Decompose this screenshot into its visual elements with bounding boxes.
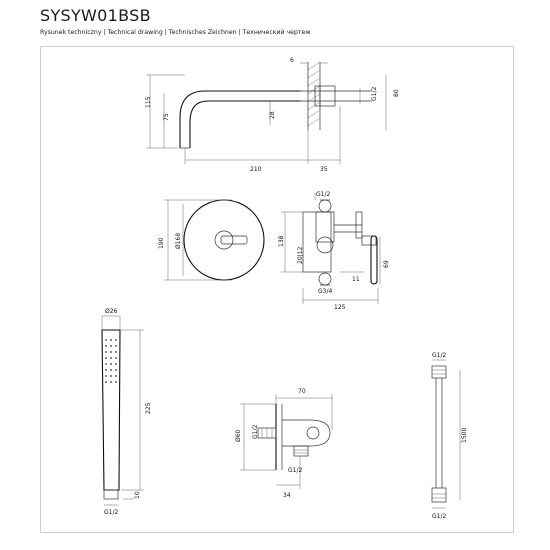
handshower-dim-10: 10 bbox=[134, 491, 141, 499]
hose-dim-1500: 1500 bbox=[461, 428, 468, 443]
drawing-subtitle: Rysunek techniczny | Technical drawing |… bbox=[40, 29, 311, 36]
drawing-frame bbox=[40, 46, 514, 533]
connector-dim-d60: Ø60 bbox=[235, 429, 242, 442]
mixer-side-drawing bbox=[281, 193, 381, 304]
hose-dim-g12-bottom: G1/2 bbox=[432, 513, 446, 520]
spout-dim-80: 80 bbox=[393, 89, 400, 97]
mixer-dim-g12-top: G1/2 bbox=[316, 191, 330, 198]
handshower-dim-g12: G1/2 bbox=[104, 509, 118, 516]
connector-dim-g12-a: G1/2 bbox=[252, 425, 259, 439]
spout-dim-g12: G1/2 bbox=[371, 87, 378, 101]
mixer-dim-69: 69 bbox=[383, 260, 390, 268]
product-code: SYSYW01BSB bbox=[40, 6, 151, 25]
spout-dim-6: 6 bbox=[290, 57, 294, 64]
connector-drawing bbox=[240, 394, 333, 489]
mixer-dim-d68: Ø168 bbox=[175, 233, 182, 249]
mixer-front-drawing bbox=[164, 199, 265, 281]
spout-dim-210: 210 bbox=[250, 166, 262, 173]
connector-dim-70: 70 bbox=[298, 388, 306, 395]
handshower-dim-225: 225 bbox=[145, 402, 152, 414]
spout-dim-75: 75 bbox=[163, 113, 170, 121]
spout-drawing bbox=[146, 61, 387, 164]
spout-dim-115: 115 bbox=[145, 96, 152, 108]
connector-dim-g12-b: G1/2 bbox=[288, 467, 302, 474]
mixer-dim-g34: G3/4 bbox=[318, 288, 332, 295]
handshower-drawing bbox=[101, 315, 144, 506]
mixer-dim-11: 11 bbox=[352, 276, 360, 283]
mixer-dim-20: 20|12 bbox=[297, 247, 304, 264]
connector-dim-34: 34 bbox=[283, 492, 291, 499]
mixer-dim-125: 125 bbox=[334, 304, 346, 311]
hose-dim-g12-top: G1/2 bbox=[432, 352, 446, 359]
spout-dim-28: 28 bbox=[269, 111, 276, 119]
handshower-dim-d26: Ø26 bbox=[105, 308, 118, 315]
mixer-dim-138: 138 bbox=[278, 235, 285, 247]
mixer-dim-190: 190 bbox=[158, 237, 165, 249]
hose-drawing bbox=[431, 359, 461, 509]
spout-dim-35: 35 bbox=[320, 166, 328, 173]
